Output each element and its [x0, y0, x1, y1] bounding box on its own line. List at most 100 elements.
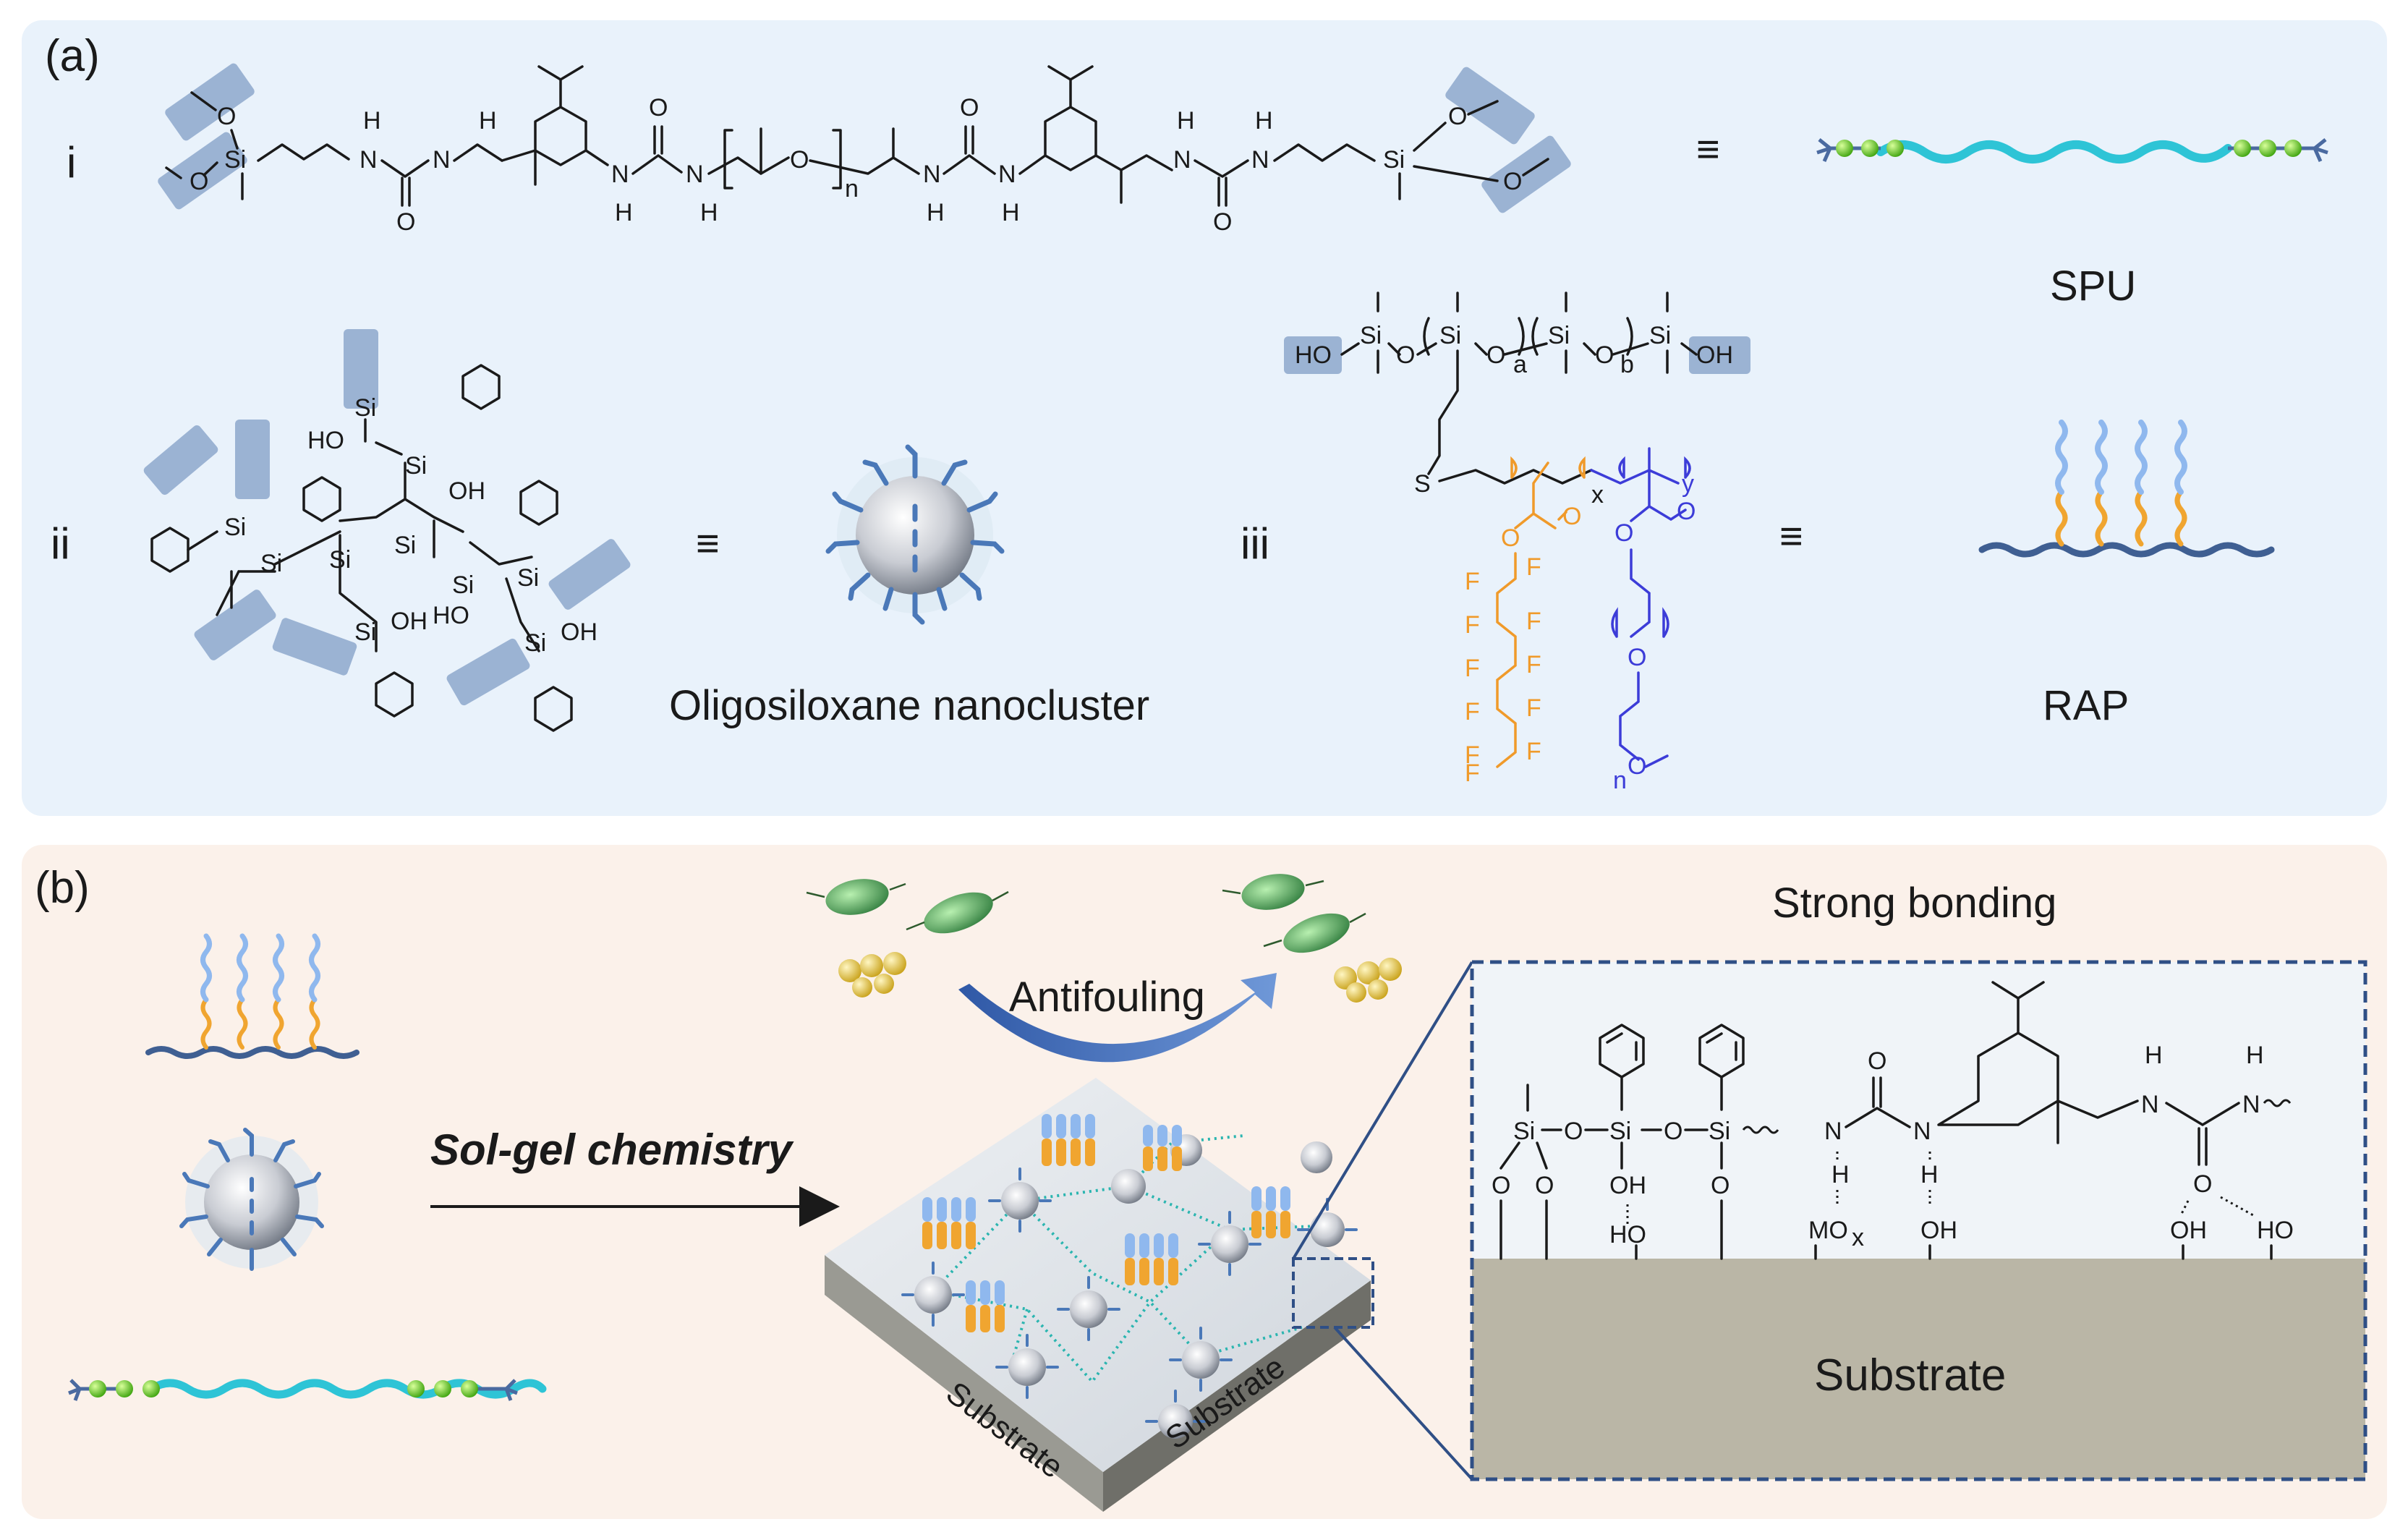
subscript-x: x: [1852, 1224, 1864, 1251]
atom-si: Si: [405, 452, 427, 480]
spu-bead: [434, 1380, 451, 1398]
atom-n: N: [1173, 146, 1191, 174]
atom-o: O: [1664, 1118, 1682, 1145]
block-nanoclusters: [901, 1134, 1358, 1439]
spu-bead: [1836, 140, 1853, 157]
highlight-methoxy: [158, 132, 247, 210]
panel-b-label: (b): [35, 863, 90, 913]
atom-f: F: [1465, 568, 1480, 595]
atom-h: H: [927, 199, 945, 226]
rap-cartoon: [1978, 420, 2275, 558]
atom-s: S: [1414, 470, 1431, 498]
atom-si: Si: [329, 546, 351, 574]
atom-f: F: [1526, 608, 1541, 635]
subscript-x: x: [1591, 481, 1604, 509]
atom-f: F: [1465, 611, 1480, 639]
highlight-silanol: [1284, 336, 1342, 374]
atom-o: O: [2193, 1170, 2212, 1198]
panel-a-label: (a): [45, 31, 100, 81]
row-label-ii: ii: [51, 519, 70, 568]
atom-si: Si: [394, 532, 416, 559]
substrate-slab: [1472, 1259, 2365, 1479]
highlight-methoxy: [165, 63, 255, 141]
atom-o: O: [1711, 1172, 1730, 1199]
highlight-ethoxy: [548, 539, 631, 610]
nanocluster-icon-small: [179, 1128, 324, 1271]
atom-o: O: [1562, 503, 1581, 530]
atom-n: N: [433, 146, 451, 174]
atom-o: O: [1595, 341, 1614, 369]
particle-icon: [1368, 979, 1388, 1000]
bacterium-icon: [1283, 913, 1350, 953]
highlight-ethoxy: [235, 420, 270, 499]
coated-substrate-block: [825, 1078, 1374, 1512]
atom-mo: MO: [1808, 1217, 1848, 1244]
atom-si: Si: [224, 146, 246, 174]
atom-o: O: [960, 94, 979, 122]
particle-icon: [1357, 961, 1380, 984]
equiv-sign-cluster: ≡: [696, 520, 720, 566]
atom-ho: HO: [433, 602, 469, 629]
spu-bead: [2259, 140, 2276, 157]
spu-bead: [116, 1380, 133, 1398]
atom-si: Si: [517, 564, 539, 592]
atom-h: H: [1255, 107, 1273, 135]
atom-f: F: [1526, 738, 1541, 765]
atom-o: O: [790, 146, 809, 174]
highlight-silanol: [1689, 336, 1750, 374]
zoom-connector: [1333, 1326, 1473, 1481]
atom-n: N: [2141, 1091, 2159, 1118]
spu-bead: [407, 1380, 425, 1398]
atom-o: O: [1492, 1172, 1510, 1199]
rap-icon-small: [145, 933, 360, 1059]
atom-h: H: [1002, 199, 1020, 226]
atom-oh: OH: [561, 618, 597, 646]
atom-h: H: [2246, 1042, 2264, 1069]
atom-n: N: [1824, 1118, 1842, 1145]
spu-bead: [1886, 140, 1904, 157]
block-left-face: [825, 1255, 1103, 1512]
atom-si: Si: [1649, 322, 1671, 349]
process-label: Sol-gel chemistry: [430, 1126, 794, 1174]
atom-si: Si: [1609, 1118, 1631, 1145]
nanocluster-icon: [825, 444, 1005, 625]
atom-o: O: [1628, 752, 1646, 780]
atom-n: N: [611, 161, 629, 188]
atom-si: Si: [452, 571, 474, 599]
highlight-ethoxy: [344, 329, 378, 409]
equiv-sign-spu: ≡: [1696, 126, 1720, 171]
atom-o: O: [1486, 341, 1505, 369]
atom-si: Si: [1709, 1118, 1730, 1145]
atom-o: O: [1677, 498, 1696, 525]
atom-n: N: [2242, 1091, 2260, 1118]
atom-o: O: [649, 94, 668, 122]
atom-si: Si: [354, 394, 376, 422]
atom-si: Si: [354, 618, 376, 646]
spu-cartoon: [1816, 138, 2328, 163]
bacterium-icon: [1241, 874, 1305, 910]
bacterium-icon: [924, 892, 993, 934]
particle-icon: [874, 974, 894, 994]
atom-n: N: [923, 161, 941, 188]
atom-oh: OH: [448, 477, 485, 505]
atom-f: F: [1465, 698, 1480, 726]
atom-si: Si: [260, 550, 282, 577]
atom-h: H: [363, 107, 381, 135]
atom-si: Si: [1383, 146, 1405, 174]
particle-icon: [852, 977, 872, 997]
bonding-title: Strong bonding: [1772, 880, 2056, 927]
oligosiloxane-structure: Si HO Si OH Si Si Si Si Si HO Si Si OH S…: [143, 329, 631, 732]
atom-f: F: [1465, 760, 1480, 787]
particle-icon: [1346, 982, 1366, 1003]
atom-o: O: [1501, 524, 1520, 552]
atom-h: H: [700, 199, 718, 226]
subscript-n: n: [845, 175, 859, 203]
spu-bead: [2234, 140, 2251, 157]
atom-oh: OH: [391, 608, 427, 635]
spu-bead: [1861, 140, 1879, 157]
cluster-label: Oligosiloxane nanocluster: [669, 682, 1149, 729]
block-top-face: [825, 1078, 1371, 1472]
atom-oh: OH: [1920, 1217, 1957, 1244]
atom-n: N: [998, 161, 1016, 188]
